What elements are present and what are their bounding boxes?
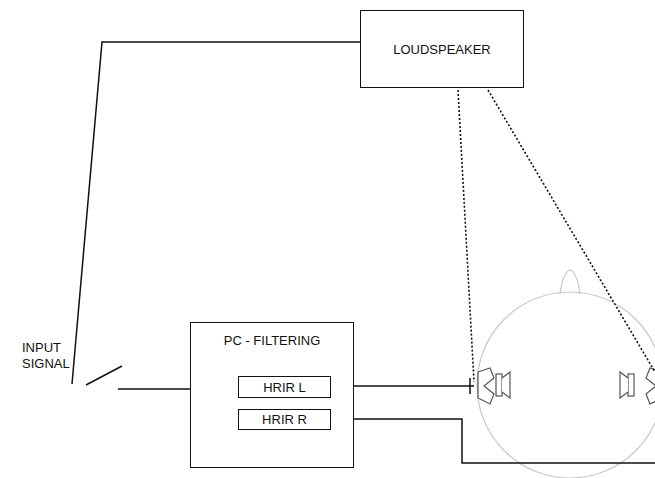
filter-box: HRIR L xyxy=(238,376,331,398)
signal-label: INPUT SIGNAL xyxy=(22,340,84,372)
ear-right xyxy=(620,368,655,404)
sound-path xyxy=(458,90,655,382)
pc-box: PC - FILTERING HRIR L HRIR R xyxy=(190,322,354,468)
head xyxy=(477,270,655,478)
node-label: HRIR L xyxy=(263,380,306,395)
ear-left xyxy=(478,368,510,404)
wire xyxy=(72,42,655,463)
node-label: HRIR R xyxy=(262,412,307,427)
node-label: LOUDSPEAKER xyxy=(393,42,491,57)
filter-box: HRIR R xyxy=(238,409,331,430)
node-label: PC - FILTERING xyxy=(224,333,321,348)
speaker-box: LOUDSPEAKER xyxy=(360,10,524,88)
